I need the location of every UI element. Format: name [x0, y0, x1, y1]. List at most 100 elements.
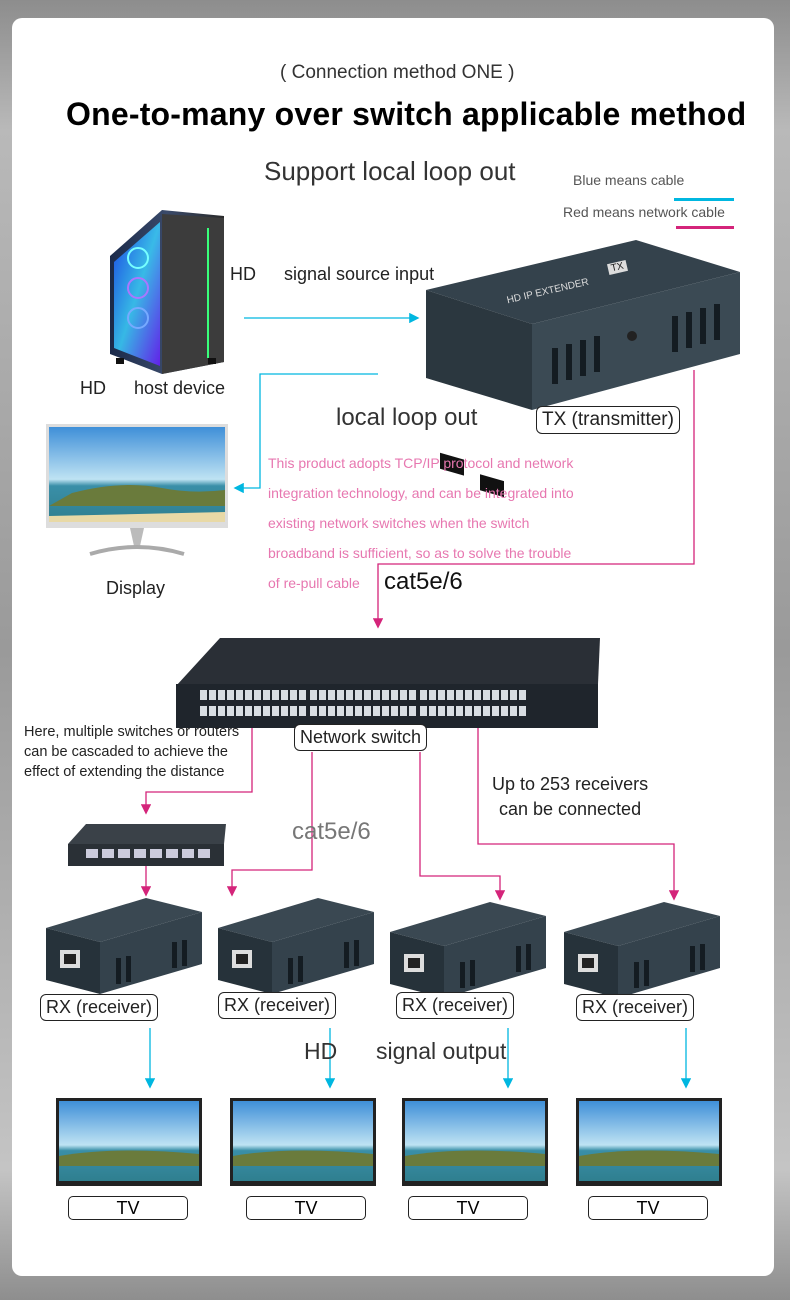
- switch-port: [200, 706, 207, 716]
- description-line: broadband is sufficient, so as to solve …: [268, 545, 572, 561]
- legend-red-line: [676, 226, 734, 229]
- switch-port: [218, 706, 225, 716]
- legend-red-text: Red means network cable: [563, 204, 725, 220]
- rx-device: [564, 902, 720, 998]
- switch-port: [492, 690, 499, 700]
- switch-port: [373, 690, 380, 700]
- switch-port: [519, 706, 526, 716]
- small-switch-image: [68, 824, 226, 866]
- switch-port: [456, 706, 463, 716]
- switch-port: [364, 690, 371, 700]
- description-line: existing network switches when the switc…: [268, 515, 530, 531]
- signal-output-label: signal output: [376, 1038, 507, 1064]
- receivers-note-line: can be connected: [498, 799, 642, 819]
- tv-label-1: TV: [68, 1196, 188, 1220]
- switch-port: [501, 690, 508, 700]
- switch-port: [364, 706, 371, 716]
- switch-label: Network switch: [294, 724, 428, 751]
- rx2-line: [226, 752, 313, 897]
- legend-blue-text: Blue means cable: [573, 172, 685, 188]
- switch-port: [281, 706, 288, 716]
- rx-device: [218, 898, 374, 994]
- switch-port: [346, 690, 353, 700]
- display-monitor-image: [46, 424, 228, 556]
- product-description: This product adopts TCP/IP protocol and …: [268, 448, 628, 598]
- host-device-label: host device: [134, 378, 226, 398]
- switch-port: [382, 706, 389, 716]
- switch-port: [501, 706, 508, 716]
- rx-label-4: RX (receiver): [576, 994, 695, 1021]
- cascade-note-line: effect of extending the distance: [24, 764, 225, 780]
- switch-port: [400, 690, 407, 700]
- description-line: This product adopts TCP/IP protocol and …: [268, 455, 574, 471]
- tv-images: [56, 1098, 722, 1186]
- switch-port: [290, 690, 297, 700]
- switch-port: [409, 690, 416, 700]
- switch-port: [483, 706, 490, 716]
- receiver-devices: [46, 898, 720, 998]
- switch-port: [483, 690, 490, 700]
- switch-port: [456, 690, 463, 700]
- switch-port: [510, 690, 517, 700]
- switch-port: [254, 690, 261, 700]
- switch-port: [429, 690, 436, 700]
- cascade-note-line: can be cascaded to achieve the: [24, 744, 228, 760]
- switch-port: [438, 690, 445, 700]
- rx-device: [390, 902, 546, 998]
- display-label: Display: [106, 578, 166, 598]
- receivers-note-line: Up to 253 receivers: [492, 774, 649, 794]
- tx-device-image: [426, 240, 740, 498]
- signal-source-label: signal source input: [284, 264, 435, 284]
- diagram-card: ( Connection method ONE ) One-to-many ov…: [12, 18, 774, 1276]
- switch-port: [245, 706, 252, 716]
- description-line: of re-pull cable: [268, 575, 360, 591]
- switch-port: [245, 690, 252, 700]
- support-heading: Support local loop out: [264, 156, 516, 186]
- switch-port: [209, 690, 216, 700]
- rx-label-2: RX (receiver): [218, 992, 337, 1019]
- switch-port: [227, 706, 234, 716]
- switch-port: [492, 706, 499, 716]
- switch-port: [328, 690, 335, 700]
- switch-port: [319, 690, 326, 700]
- switch-port: [272, 690, 279, 700]
- switch-port: [310, 690, 317, 700]
- rx4-line: [477, 726, 680, 901]
- rx-label-3: RX (receiver): [396, 992, 515, 1019]
- cascade-note-line: Here, multiple switches or routers: [24, 724, 240, 740]
- hd-label: HD: [230, 264, 256, 284]
- tv-label-3: TV: [408, 1196, 528, 1220]
- switch-port: [209, 706, 216, 716]
- switch-port: [391, 690, 398, 700]
- switch-port: [510, 706, 517, 716]
- page-title: One-to-many over switch applicable metho…: [66, 96, 747, 132]
- switch-port: [272, 706, 279, 716]
- rx3-line: [419, 752, 506, 901]
- switch-port: [355, 690, 362, 700]
- rx-device: [46, 898, 202, 994]
- switch-port: [355, 706, 362, 716]
- tx-to-switch-line: [372, 370, 695, 629]
- switch-port: [409, 706, 416, 716]
- cascade-line: [140, 728, 253, 815]
- switch-port: [465, 706, 472, 716]
- loop-out-line: [233, 373, 378, 494]
- switch-port: [474, 706, 481, 716]
- switch-port: [319, 706, 326, 716]
- hd-output-label: HD: [304, 1038, 338, 1064]
- switch-port: [200, 690, 207, 700]
- switch-port: [236, 706, 243, 716]
- switch-port: [373, 706, 380, 716]
- tv-label-4: TV: [588, 1196, 708, 1220]
- switch-port: [447, 690, 454, 700]
- switch-port: [218, 690, 225, 700]
- switch-port: [263, 706, 270, 716]
- switch-port: [474, 690, 481, 700]
- network-switch-image: [176, 638, 600, 728]
- switch-port: [290, 706, 297, 716]
- switch-port: [299, 706, 306, 716]
- cable-top-label: cat5e/6: [384, 568, 463, 595]
- switch-port: [328, 706, 335, 716]
- legend-blue-line: [674, 198, 734, 201]
- switch-port: [263, 690, 270, 700]
